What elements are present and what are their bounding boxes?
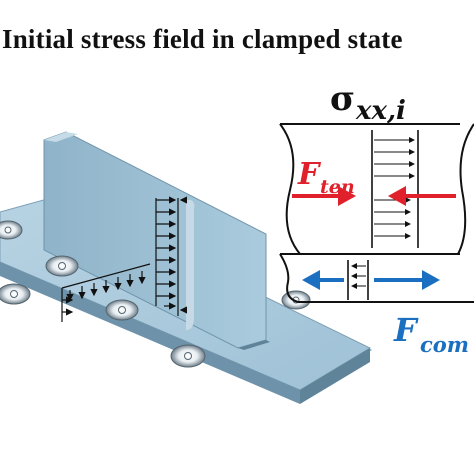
figure-title: Initial stress field in clamped state (0, 24, 474, 55)
compression-arrows (302, 270, 440, 290)
compression-force-symbol: F (394, 311, 417, 349)
plate-stress-profile (61, 263, 151, 322)
bolt-icon (170, 344, 206, 368)
sigma-symbol: σ (330, 79, 356, 119)
sigma-subscript: xx,i (356, 96, 406, 126)
bolt-icon (0, 220, 23, 240)
compression-force-subscript: com (420, 332, 470, 357)
tension-force-subscript: ten (320, 176, 355, 198)
bolt-icon (0, 283, 31, 305)
tension-force-symbol: F (298, 157, 320, 192)
stiffener-rib (43, 131, 270, 350)
section-rib-arrows (374, 137, 415, 239)
tension-arrows (292, 186, 456, 206)
section-schematic (279, 123, 474, 303)
bolt-icon (281, 290, 311, 310)
bolt-icon (45, 255, 79, 277)
rib-stress-profile (155, 196, 187, 316)
section-plate-arrows (351, 263, 366, 289)
bolt-icon (105, 299, 139, 321)
figure-title-text: Initial stress field in clamped state (2, 24, 403, 54)
bolts (0, 220, 311, 368)
